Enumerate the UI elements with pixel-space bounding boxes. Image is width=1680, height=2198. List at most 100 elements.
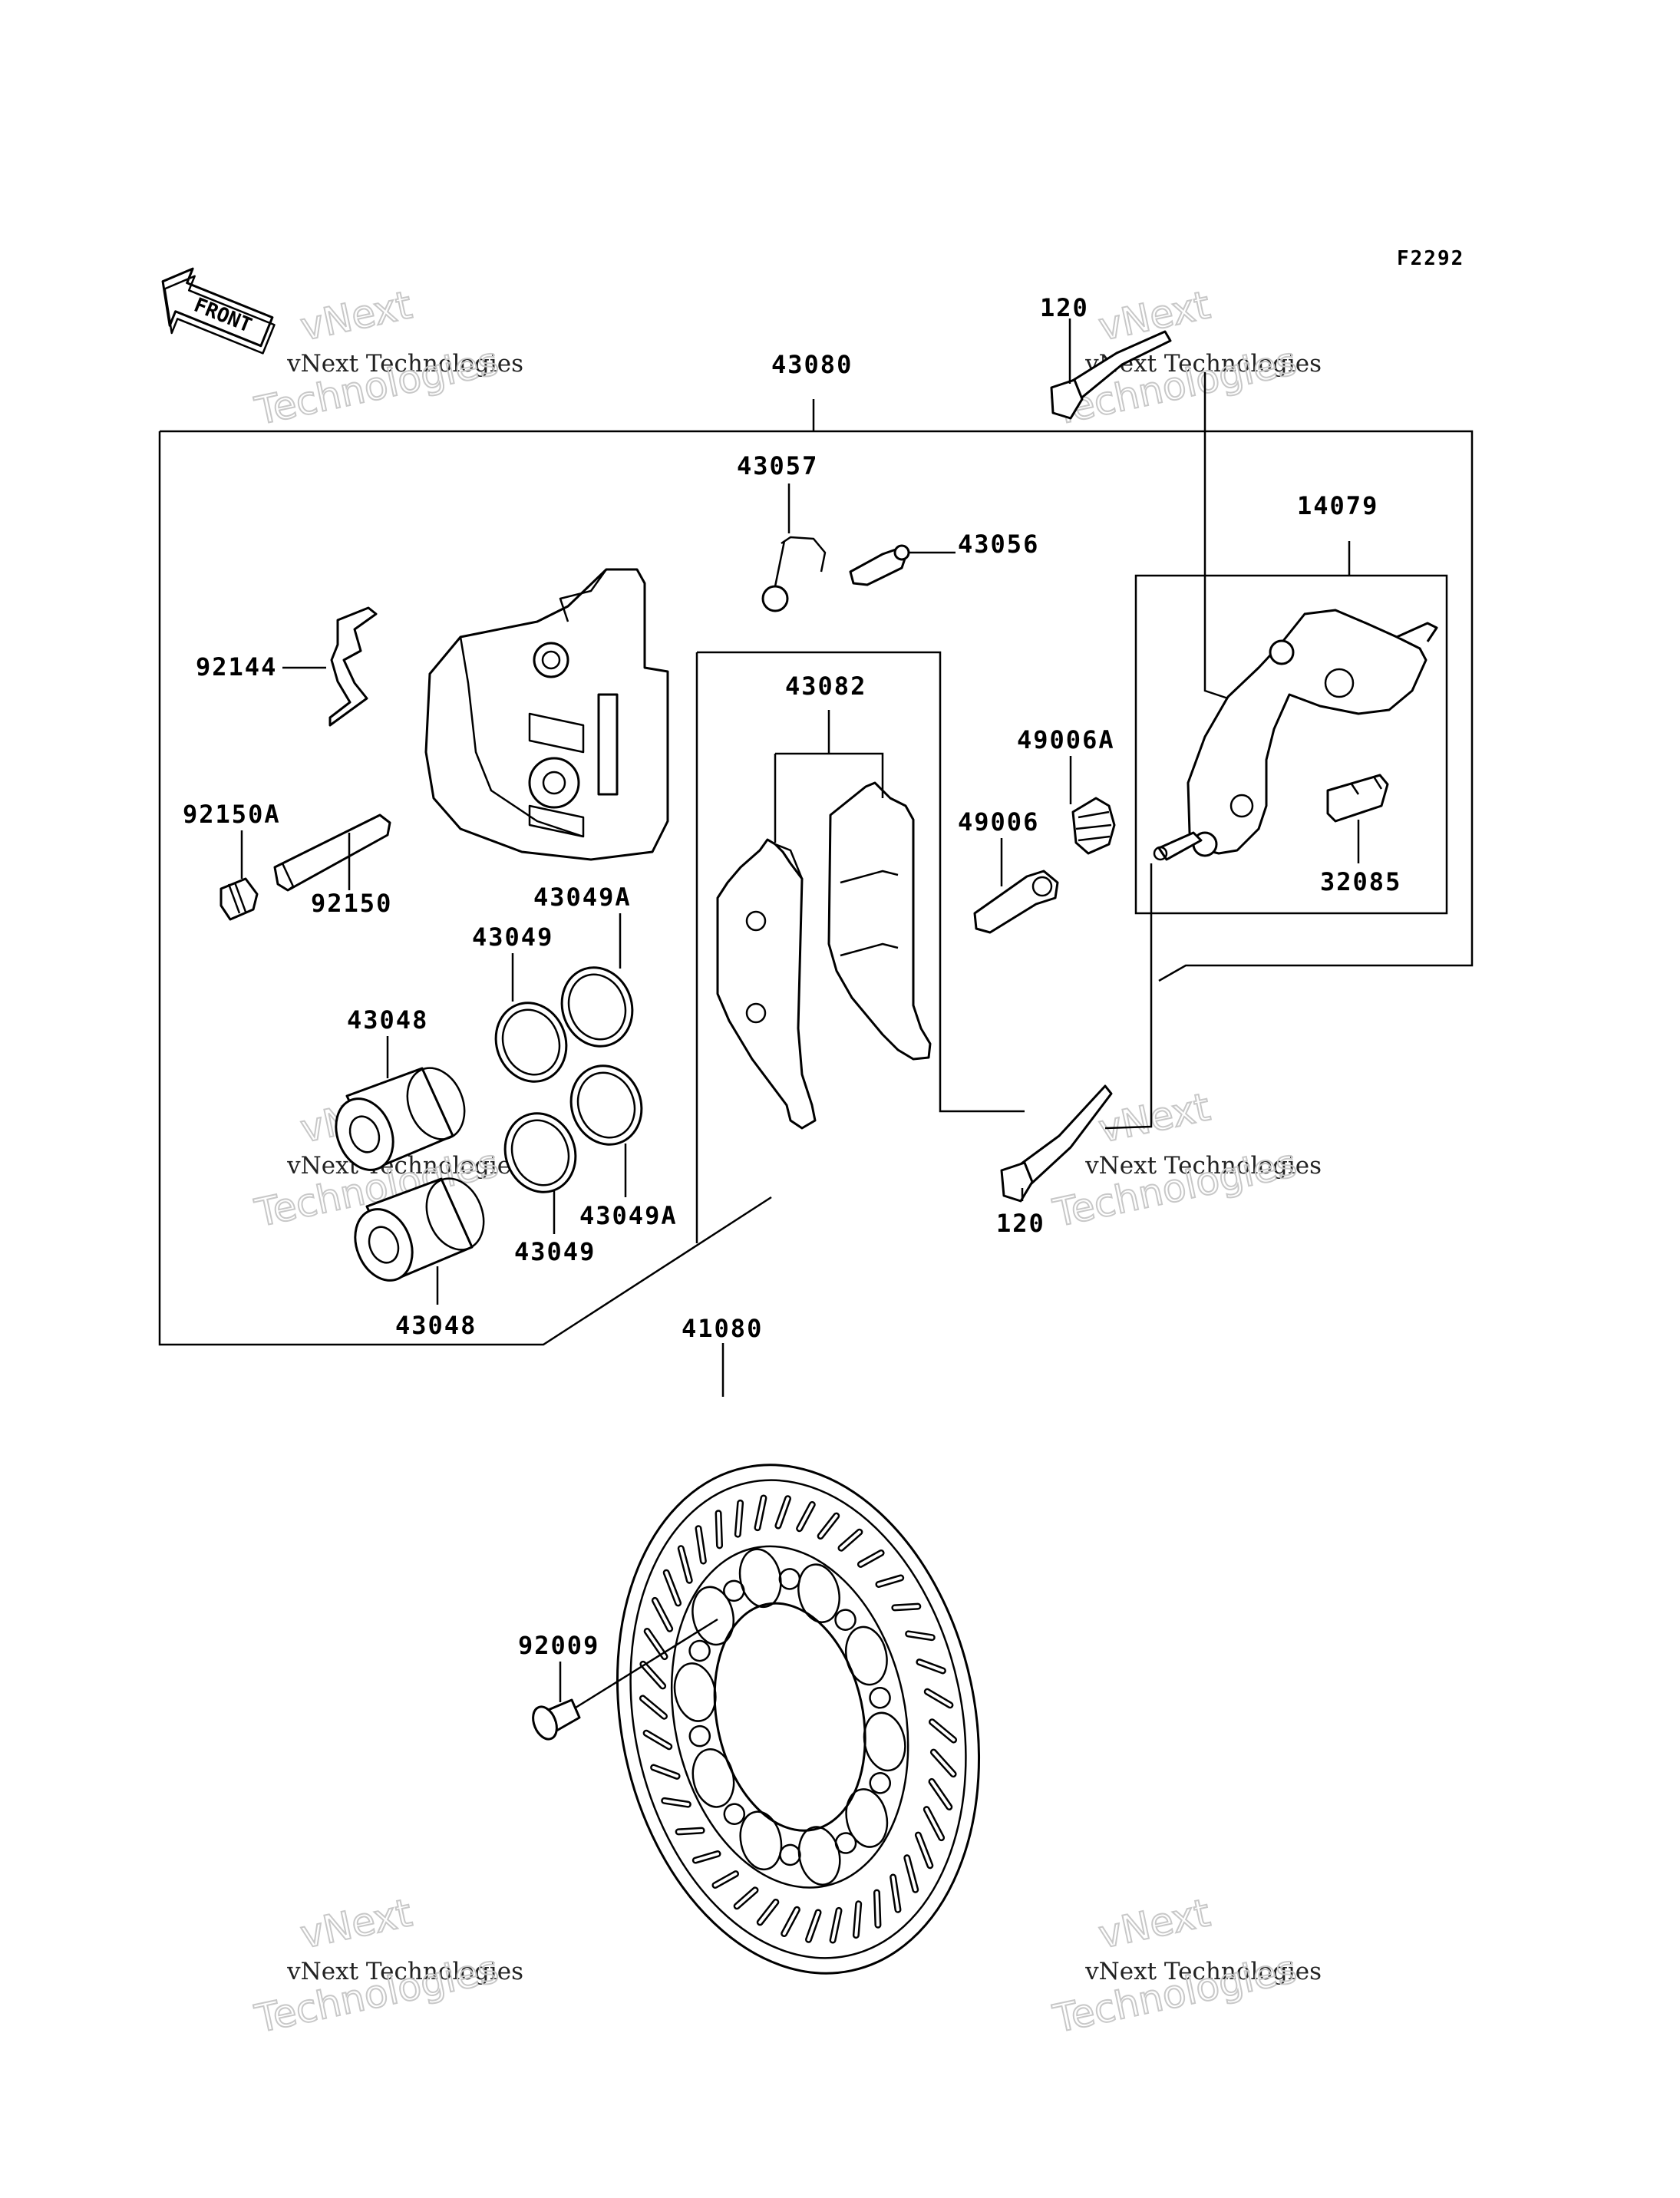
- part-label-14079: 14079: [1297, 491, 1378, 520]
- disc-hole: [778, 1568, 801, 1590]
- disc-hole: [869, 1772, 892, 1794]
- svg-text:vNext Technologies: vNext Technologies: [1084, 1152, 1322, 1180]
- part-label-43082: 43082: [785, 672, 866, 701]
- bleed-valve-43056: [849, 544, 910, 586]
- disc-slot: [736, 1501, 742, 1536]
- disc-slot: [713, 1872, 738, 1887]
- disc-slot: [859, 1551, 883, 1566]
- disc-cutout: [863, 1711, 906, 1772]
- disc-slot: [926, 1690, 952, 1707]
- svg-text:vNext: vNext: [1095, 1890, 1214, 1957]
- seal-43049-bottom: [503, 1112, 577, 1193]
- disc-cutout: [691, 1586, 734, 1646]
- disc-cutout: [845, 1788, 889, 1848]
- disc-slot: [677, 1829, 704, 1833]
- disc-slot: [917, 1660, 945, 1672]
- svg-text:vNext: vNext: [1095, 1084, 1214, 1151]
- disc-cutout: [738, 1548, 782, 1609]
- part-label-49006A: 49006A: [1017, 725, 1115, 754]
- disc-slot: [652, 1766, 679, 1778]
- bolt-120-bottom: [1000, 1084, 1113, 1203]
- disc-cutout: [797, 1563, 840, 1623]
- pads-box: [695, 651, 1025, 1243]
- part-label-92009: 92009: [518, 1631, 599, 1660]
- seal-43049-top: [494, 1002, 568, 1083]
- disc-hole: [688, 1724, 711, 1748]
- svg-text:vNext: vNext: [297, 1890, 416, 1957]
- bolt-120-top: [1050, 330, 1172, 420]
- disc-slot: [807, 1910, 820, 1942]
- part-label-43080: 43080: [771, 350, 853, 379]
- disc-slot: [893, 1605, 919, 1609]
- part-label-43057: 43057: [737, 451, 818, 480]
- disc-slot: [906, 1632, 934, 1639]
- caliper-body: [424, 568, 669, 861]
- disc-cutout: [845, 1625, 888, 1686]
- disc-slot: [876, 1576, 903, 1586]
- watermark-top-left: vNext vNext Technologies Technologies: [250, 282, 523, 434]
- part-label-92150A: 92150A: [183, 800, 281, 829]
- figure-code: F2292: [1397, 247, 1464, 270]
- piston-43048-bottom: [354, 1177, 485, 1282]
- leader-120-top-ext: [1203, 372, 1229, 700]
- part-label-43049-bottom: 43049: [514, 1237, 596, 1266]
- svg-text:vNext Technologies: vNext Technologies: [1084, 1958, 1322, 1985]
- part-label-120-top: 120: [1040, 293, 1089, 322]
- svg-text:vNext Technologies: vNext Technologies: [286, 350, 523, 378]
- disc-slot: [755, 1496, 765, 1530]
- disc-slot: [782, 1908, 799, 1936]
- brake-pad-left: [716, 838, 817, 1130]
- piston-43048-top: [335, 1067, 466, 1171]
- disc-slot: [717, 1511, 721, 1547]
- svg-text:vNext Technologies: vNext Technologies: [286, 1958, 523, 1985]
- disc-cutout: [739, 1810, 783, 1871]
- boot-49006A: [1071, 797, 1116, 855]
- part-label-49006: 49006: [958, 807, 1039, 837]
- watermark-bottom-left: vNext vNext Technologies Technologies: [250, 1889, 523, 2042]
- part-label-32085: 32085: [1320, 867, 1401, 896]
- part-label-120-bottom: 120: [996, 1209, 1045, 1238]
- watermark-mid-right: vNext vNext Technologies Technologies: [1048, 1084, 1322, 1236]
- part-label-43049-top: 43049: [472, 922, 553, 952]
- disc-hole: [723, 1803, 746, 1825]
- clip-32085: [1326, 774, 1389, 823]
- disc-slot: [916, 1833, 932, 1867]
- disc-slot: [679, 1546, 691, 1582]
- disc-slot: [758, 1900, 777, 1924]
- disc-slot: [819, 1514, 838, 1538]
- disc-slot: [797, 1503, 814, 1530]
- disc-slot: [645, 1629, 666, 1658]
- part-label-43048-bottom: 43048: [395, 1311, 477, 1340]
- disc-slot: [735, 1888, 757, 1908]
- disc-slot: [645, 1731, 671, 1748]
- disc-slot: [932, 1751, 956, 1776]
- pin-92150: [273, 814, 391, 892]
- seal-43049A-top: [560, 966, 634, 1048]
- pin-49006: [973, 870, 1059, 934]
- disc-cutout: [673, 1662, 717, 1722]
- seal-43049A-bottom: [569, 1064, 643, 1146]
- leader-43082: [774, 710, 884, 843]
- disc-slot: [694, 1852, 720, 1863]
- disc-slot: [831, 1909, 841, 1942]
- leader-120-bottom-ext: [1104, 863, 1153, 1130]
- disc-hole: [779, 1843, 801, 1866]
- plug-92150A: [219, 877, 259, 921]
- disc-slot: [697, 1526, 705, 1563]
- part-label-92144: 92144: [196, 652, 277, 682]
- disc-slot: [776, 1497, 790, 1528]
- disc-hole: [869, 1686, 891, 1709]
- part-label-92150: 92150: [311, 889, 392, 918]
- disc-slot: [662, 1799, 690, 1807]
- disc-slot: [854, 1902, 860, 1937]
- spring-clip-92144: [328, 606, 378, 727]
- svg-text:vNext: vNext: [297, 282, 416, 349]
- part-label-43048-top: 43048: [347, 1005, 428, 1035]
- brake-disc-41080: [616, 1464, 981, 1975]
- front-arrow-icon: FRONT: [161, 267, 276, 355]
- bolt-92009: [532, 1618, 718, 1741]
- brake-pad-right: [827, 781, 932, 1061]
- disc-hole: [688, 1639, 711, 1662]
- part-label-43056: 43056: [958, 530, 1039, 559]
